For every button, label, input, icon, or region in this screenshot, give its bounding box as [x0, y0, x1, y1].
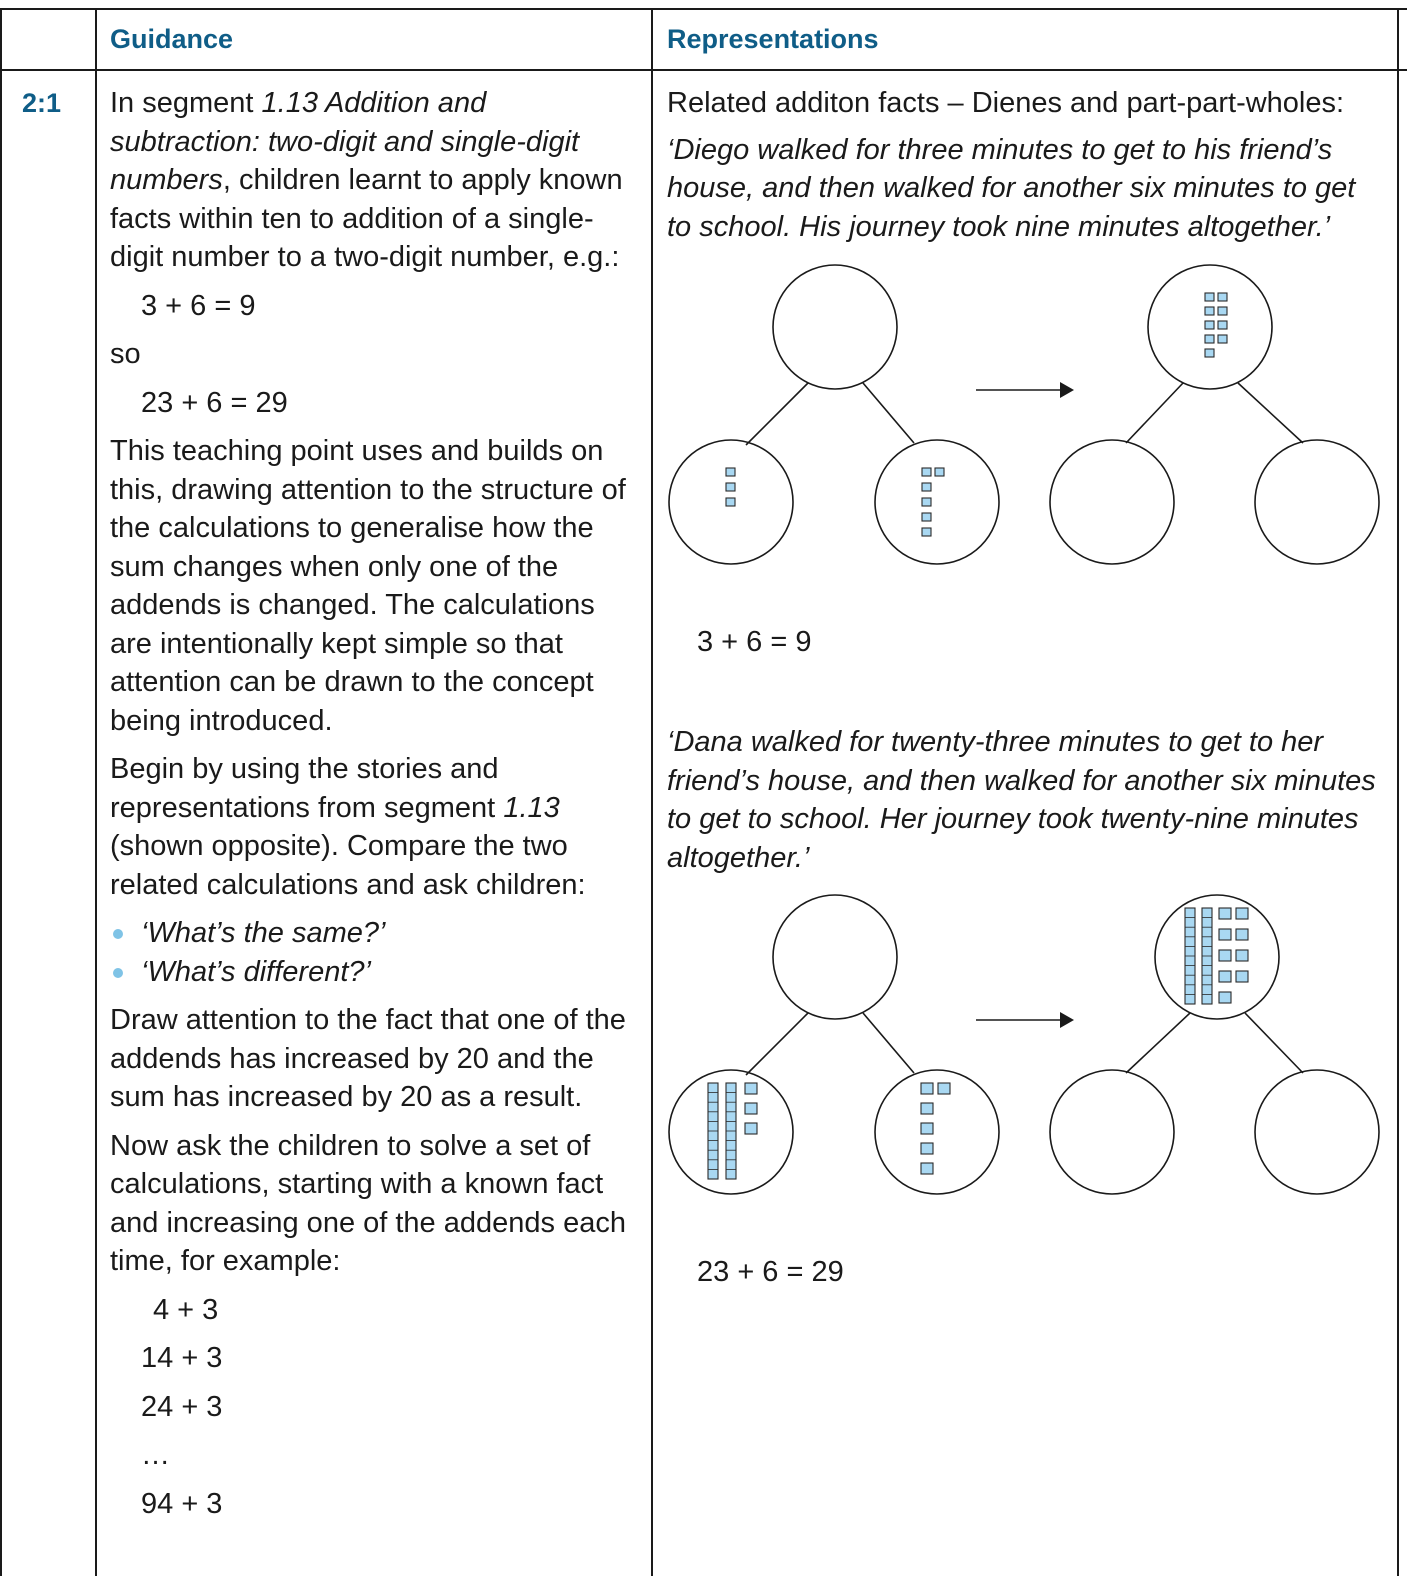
calc-example: 94 + 3: [141, 1487, 223, 1520]
segment-reference: 1.13 Addition and subtraction: two-digit…: [110, 87, 580, 196]
part-circle: [668, 1069, 794, 1195]
representation-equation-1: 3 + 6 = 9: [697, 626, 812, 658]
calc-example: 14 + 3: [141, 1342, 223, 1374]
column-divider-2: [651, 8, 653, 1576]
part-circle: [874, 439, 1000, 565]
whole-circle: [772, 264, 898, 390]
question-item: ‘What’s the same?’: [110, 914, 638, 953]
example-equation-1: 3 + 6 = 9: [141, 289, 256, 322]
guidance-paragraph-3: Begin by using the stories and represent…: [110, 753, 586, 901]
header-divider: [0, 69, 1407, 71]
question-list: ‘What’s the same?’ ‘What’s different?’: [110, 914, 638, 991]
part-whole-diagram-3-plus-6: [668, 264, 1380, 565]
arrow-head-icon: [1060, 382, 1074, 398]
calc-example: 4 + 3: [153, 1293, 219, 1326]
whole-circle: [1147, 264, 1273, 390]
part-circle: [1049, 1069, 1175, 1195]
guidance-paragraph-4: Draw attention to the fact that one of t…: [110, 1004, 626, 1113]
representations-intro-block: Related additon facts – Dienes and part-…: [667, 84, 1387, 246]
table-border-top: [0, 8, 1407, 10]
part-circle: [668, 439, 794, 565]
guidance-heading: Guidance: [110, 24, 234, 54]
story-diego: ‘Diego walked for three minutes to get t…: [667, 133, 1356, 243]
part-circle: [1254, 439, 1380, 565]
arrow-head-icon: [1060, 1012, 1074, 1028]
part-circle: [1049, 439, 1175, 565]
whole-circle: [772, 894, 898, 1020]
story-dana: ‘Dana walked for twenty-three minutes to…: [667, 726, 1376, 874]
guidance-paragraph-1: In segment 1.13 Addition and subtraction…: [110, 87, 623, 273]
guidance-paragraph-5: Now ask the children to solve a set of c…: [110, 1129, 626, 1278]
representations-intro: Related additon facts – Dienes and part-…: [667, 87, 1345, 119]
representations-heading: Representations: [667, 24, 879, 54]
calc-example-ellipsis: …: [141, 1439, 170, 1471]
row-label: 2:1: [22, 88, 62, 118]
question-item: ‘What’s different?’: [110, 953, 638, 992]
guidance-column: In segment 1.13 Addition and subtraction…: [110, 84, 638, 1533]
story-dana-block: ‘Dana walked for twenty-three minutes to…: [667, 723, 1387, 877]
column-divider-1: [95, 8, 97, 1576]
guidance-paragraph-2: This teaching point uses and builds on t…: [110, 435, 626, 737]
segment-reference-short: 1.13: [503, 791, 560, 824]
part-circle: [874, 1069, 1000, 1195]
whole-circle: [1154, 894, 1280, 1020]
calc-example: 24 + 3: [141, 1390, 223, 1423]
so-text: so: [110, 338, 141, 370]
part-circle: [1254, 1069, 1380, 1195]
part-whole-diagram-23-plus-6: [668, 894, 1380, 1195]
table-border-right: [1397, 8, 1399, 1576]
table-border-left: [0, 8, 2, 1576]
representation-equation-2: 23 + 6 = 29: [697, 1256, 844, 1288]
example-equation-2: 23 + 6 = 29: [141, 386, 288, 419]
